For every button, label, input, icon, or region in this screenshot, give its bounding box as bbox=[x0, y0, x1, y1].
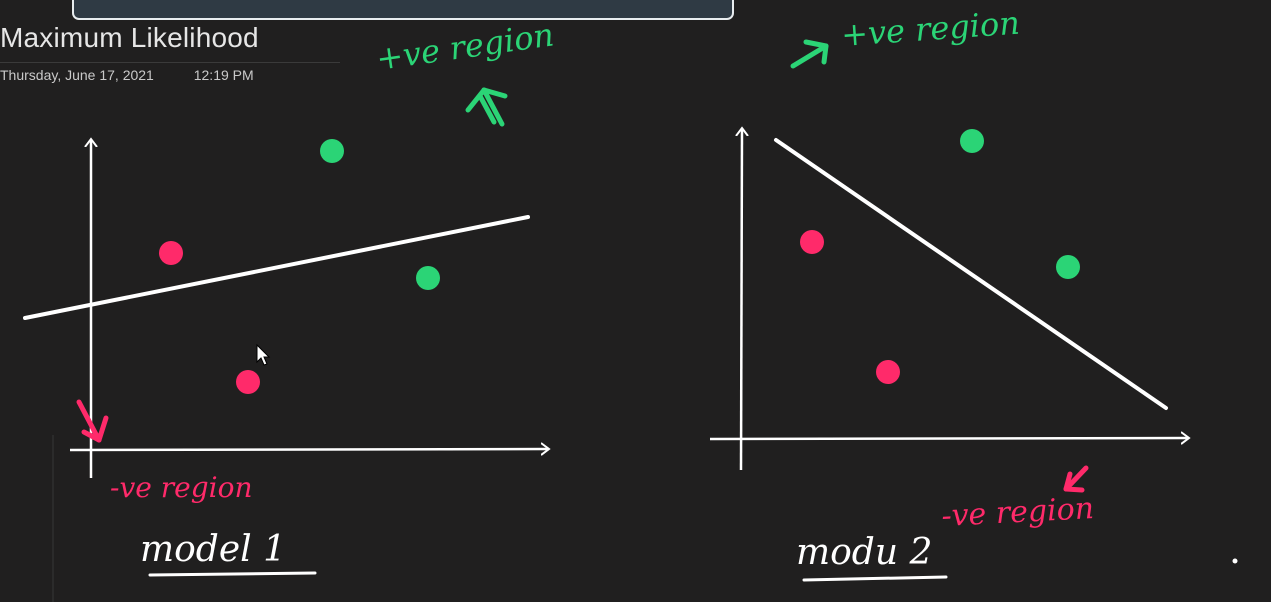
model1-negative-point bbox=[236, 370, 260, 394]
stray-ink-dot bbox=[1232, 558, 1238, 564]
page-time: 12:19 PM bbox=[193, 67, 254, 83]
arrow-pointer-icon bbox=[256, 343, 271, 366]
model1-negative-arrow-icon bbox=[76, 399, 109, 443]
model2-negative-point bbox=[800, 230, 824, 254]
model1-positive-region-label: +ve region bbox=[374, 15, 556, 78]
model2-y-axis bbox=[741, 129, 742, 471]
model1-positive-point bbox=[320, 139, 344, 163]
model2-negative-arrow-icon bbox=[1063, 465, 1089, 493]
model2-positive-arrow-icon bbox=[790, 39, 829, 69]
model1-decision-boundary bbox=[23, 215, 530, 320]
top-toolbar-panel bbox=[72, 0, 734, 20]
title-divider bbox=[0, 62, 340, 63]
model1-negative-region-label: -ve region bbox=[110, 471, 252, 504]
model1-label: model 1 bbox=[140, 529, 286, 570]
model2-label-underline bbox=[802, 575, 948, 582]
model2-positive-point bbox=[1056, 255, 1080, 279]
model2-diagram: +ve region -ve region modu 2 bbox=[709, 4, 1238, 582]
model1-x-axis bbox=[69, 449, 548, 450]
model1-diagram: +ve region -ve region model 1 bbox=[23, 15, 556, 577]
model2-decision-boundary bbox=[774, 138, 1168, 410]
page-title: Maximum Likelihood bbox=[0, 22, 259, 53]
model2-positive-point bbox=[960, 129, 984, 153]
model1-label-underline bbox=[148, 571, 317, 577]
model2-positive-region-label: +ve region bbox=[840, 4, 1021, 54]
page-timestamp: Thursday, June 17, 2021 12:19 PM bbox=[0, 67, 254, 83]
model2-label: modu 2 bbox=[796, 532, 932, 573]
model1-negative-point bbox=[159, 241, 183, 265]
model2-negative-point bbox=[876, 360, 900, 384]
model2-negative-region-label: -ve region bbox=[941, 491, 1095, 534]
model2-x-axis bbox=[709, 438, 1188, 439]
page-date: Thursday, June 17, 2021 bbox=[0, 67, 154, 83]
model1-positive-arrow-icon bbox=[465, 87, 508, 127]
model1-positive-point bbox=[416, 266, 440, 290]
